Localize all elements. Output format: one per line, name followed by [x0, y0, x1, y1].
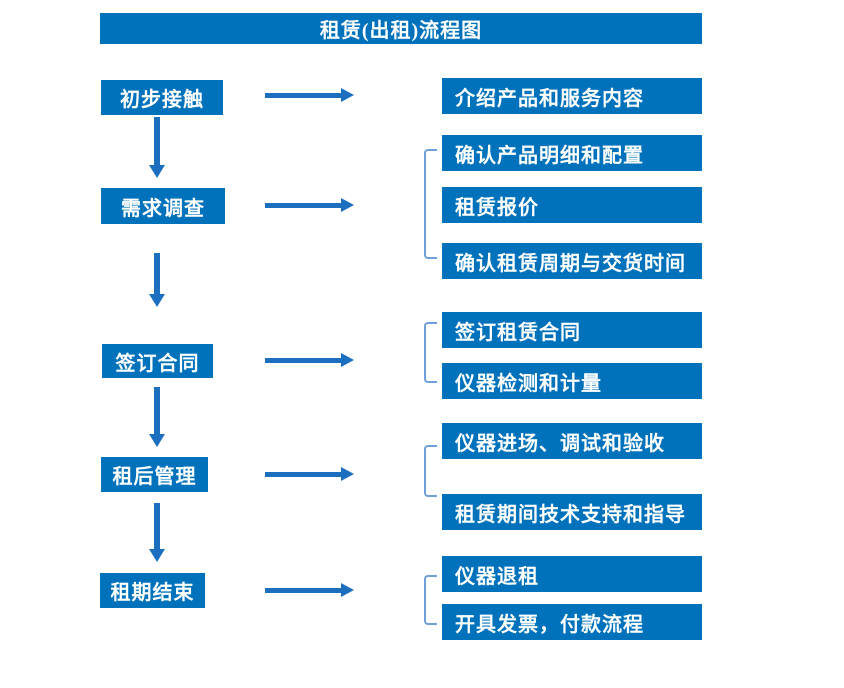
output-box-invoice-payment: 开具发票，付款流程	[442, 604, 702, 640]
arrow-down-icon	[149, 117, 165, 178]
stage-box-post-rental-management: 租后管理	[101, 457, 208, 492]
stage-box-sign-contract: 签订合同	[102, 344, 213, 378]
output-box-instrument-testing: 仪器检测和计量	[442, 363, 702, 399]
output-box-instrument-setup: 仪器进场、调试和验收	[442, 423, 702, 459]
arrow-right-icon	[265, 583, 354, 597]
stage-box-lease-end: 租期结束	[100, 573, 205, 608]
output-box-technical-support: 租赁期间技术支持和指导	[442, 494, 702, 530]
bracket-icon	[424, 149, 437, 259]
arrow-right-icon	[265, 88, 354, 102]
arrow-right-icon	[265, 467, 354, 481]
output-box-introduce-products: 介绍产品和服务内容	[442, 78, 702, 114]
arrow-down-icon	[149, 253, 165, 307]
arrow-right-icon	[265, 198, 354, 212]
arrow-right-icon	[265, 353, 354, 367]
stage-box-initial-contact: 初步接触	[101, 80, 223, 115]
output-box-rental-quotation: 租赁报价	[442, 187, 702, 223]
arrow-down-icon	[149, 503, 165, 562]
output-box-sign-rental-contract: 签订租赁合同	[442, 312, 702, 348]
bracket-icon	[424, 575, 437, 625]
bracket-icon	[424, 322, 437, 383]
stage-box-demand-survey: 需求调查	[101, 188, 225, 224]
flowchart-title: 租赁(出租)流程图	[100, 13, 702, 44]
output-box-confirm-product-details: 确认产品明细和配置	[442, 135, 702, 171]
output-box-instrument-return: 仪器退租	[442, 556, 702, 592]
output-box-confirm-rental-period: 确认租赁周期与交货时间	[442, 243, 702, 279]
arrow-down-icon	[149, 387, 165, 447]
bracket-icon	[424, 445, 437, 497]
